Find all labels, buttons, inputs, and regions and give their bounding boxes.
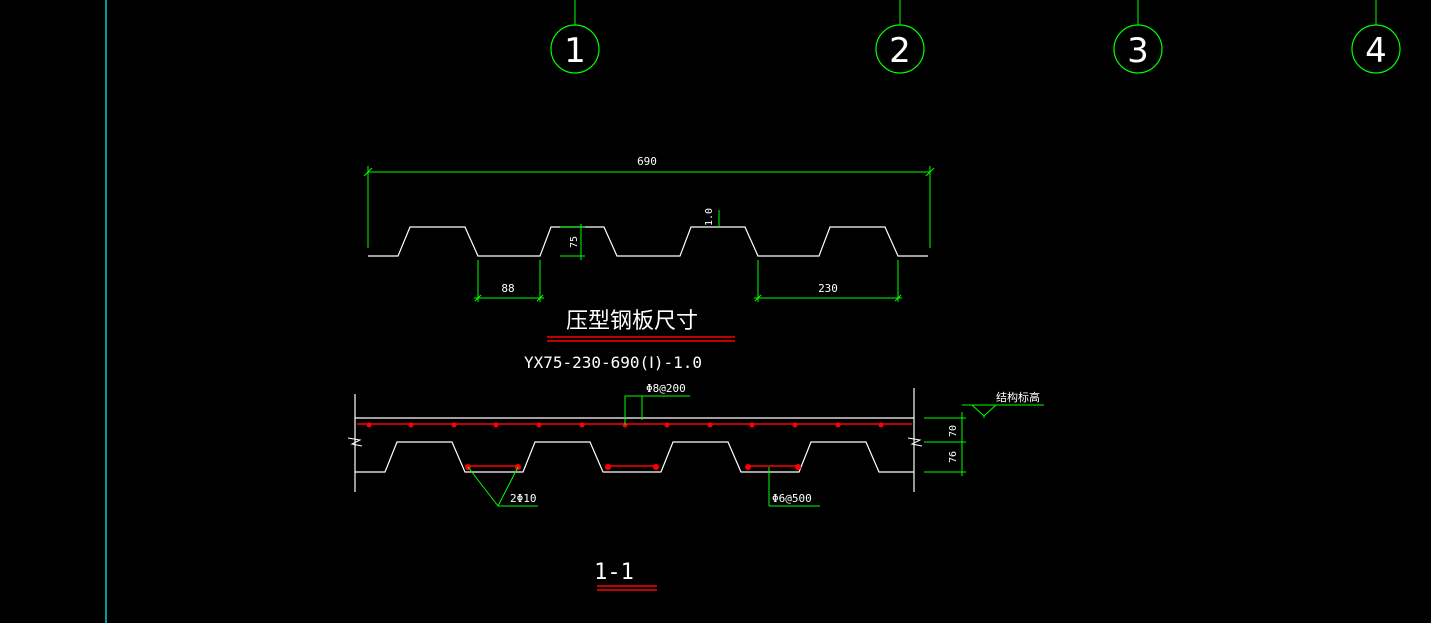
dim-thickness: 1.0: [704, 208, 715, 226]
dim-rib-bottom: 88: [501, 282, 514, 295]
deck-profile: 690 75 1.0 88 230 压型钢板尺寸 YX75-230-690(Ⅰ)…: [363, 155, 935, 372]
top-rebar-label: Φ8@200: [646, 382, 686, 395]
profile-spec: YX75-230-690(Ⅰ)-1.0: [524, 353, 702, 372]
profile-title: 压型钢板尺寸: [566, 309, 698, 334]
grid-bubble-1: 1: [550, 0, 600, 74]
section-1-1: Φ8@200 结构标高 70 76 2Φ10 Φ6@500 1-1: [347, 382, 1044, 591]
grid-label-4: 4: [1365, 31, 1387, 71]
top-rebar-dots: [366, 422, 884, 428]
dim-rib-depth: 76: [948, 451, 959, 463]
grid-label-1: 1: [564, 31, 586, 71]
dim-pitch: 230: [818, 282, 838, 295]
section-deck-line: [355, 441, 914, 473]
stirrup-label: Φ6@500: [772, 492, 812, 505]
grid-label-3: 3: [1127, 31, 1149, 71]
grid-label-2: 2: [889, 31, 911, 71]
grid-bubble-3: 3: [1113, 0, 1163, 74]
deck-profile-line: [368, 226, 928, 257]
dim-slab-top: 70: [948, 425, 959, 437]
elevation-label: 结构标高: [996, 390, 1040, 404]
grid-bubble-2: 2: [875, 0, 925, 74]
grid-bubble-4: 4: [1351, 0, 1401, 74]
rib-rebar-label: 2Φ10: [510, 492, 537, 505]
section-title: 1-1: [594, 560, 634, 585]
dim-rib-height: 75: [569, 236, 580, 248]
dim-total-width: 690: [637, 155, 657, 168]
